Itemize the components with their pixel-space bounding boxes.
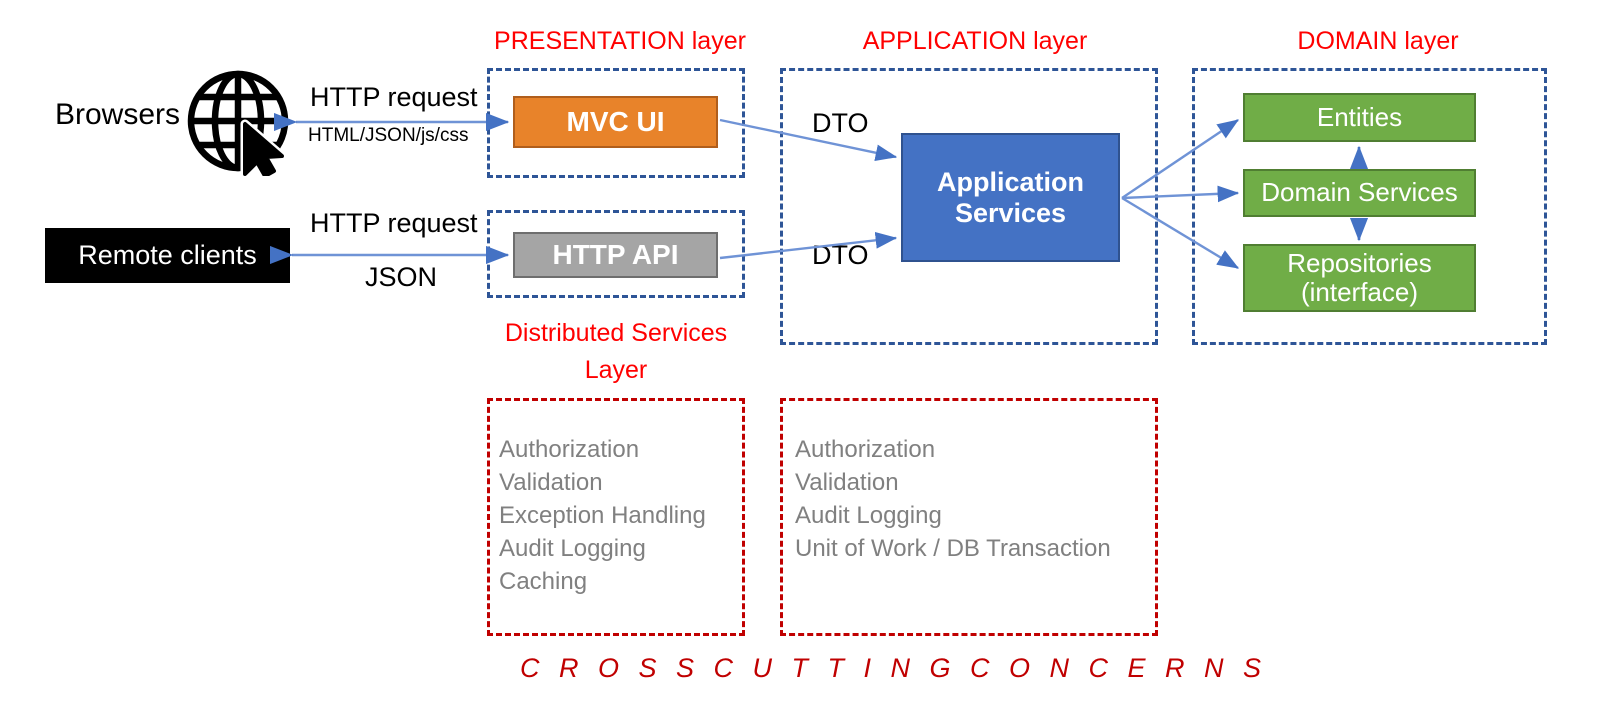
list-item: Caching [499,568,588,595]
remote-http-request-label: HTTP request [310,208,478,238]
domain-services-box[interactable]: Domain Services [1243,169,1476,217]
repositories-box[interactable]: Repositories (interface) [1243,244,1476,312]
list-item: Unit of Work / DB Transaction [795,535,1111,562]
list-item: Exception Handling [499,502,706,529]
repositories-line2: (interface) [1300,277,1419,307]
domain-layer-title: DOMAIN layer [1297,27,1459,55]
application-services-line1: Application [937,167,1084,198]
application-layer-title: APPLICATION layer [862,27,1088,55]
application-cross-cutting-list: Authorization Validation Audit Logging U… [795,433,1111,565]
repositories-line1: Repositories [1287,247,1432,278]
browsers-label: Browsers [55,98,181,131]
presentation-layer-title: PRESENTATION layer [494,27,746,55]
distributed-services-layer-title-line2: Layer [584,356,648,384]
remote-clients-box: Remote clients [45,228,290,283]
dto-top-label: DTO [812,108,869,138]
application-services-box[interactable]: Application Services [901,133,1120,262]
cross-cutting-concerns-banner: C R O S S C U T T I N G C O N C E R N S [520,653,1268,683]
entities-box[interactable]: Entities [1243,93,1476,142]
list-item: Authorization [795,436,936,463]
browser-http-request-label: HTTP request [310,82,478,112]
list-item: Audit Logging [795,502,942,529]
presentation-cross-cutting-box [487,398,745,636]
distributed-services-layer-title-line1: Distributed Services [504,319,728,347]
list-item: Validation [795,469,899,496]
browser-response-label: HTML/JSON/js/css [308,125,469,146]
remote-response-label: JSON [365,262,438,292]
http-api-box[interactable]: HTTP API [513,232,718,278]
presentation-cross-cutting-list: Authorization Validation Exception Handl… [499,433,706,598]
application-cross-cutting-box [780,398,1158,636]
dto-bottom-label: DTO [812,240,869,270]
mvc-ui-box[interactable]: MVC UI [513,96,718,148]
globe-with-cursor-icon [185,66,295,181]
list-item: Audit Logging [499,535,646,562]
list-item: Validation [499,469,603,496]
application-services-line2: Services [954,197,1067,228]
list-item: Authorization [499,436,640,463]
